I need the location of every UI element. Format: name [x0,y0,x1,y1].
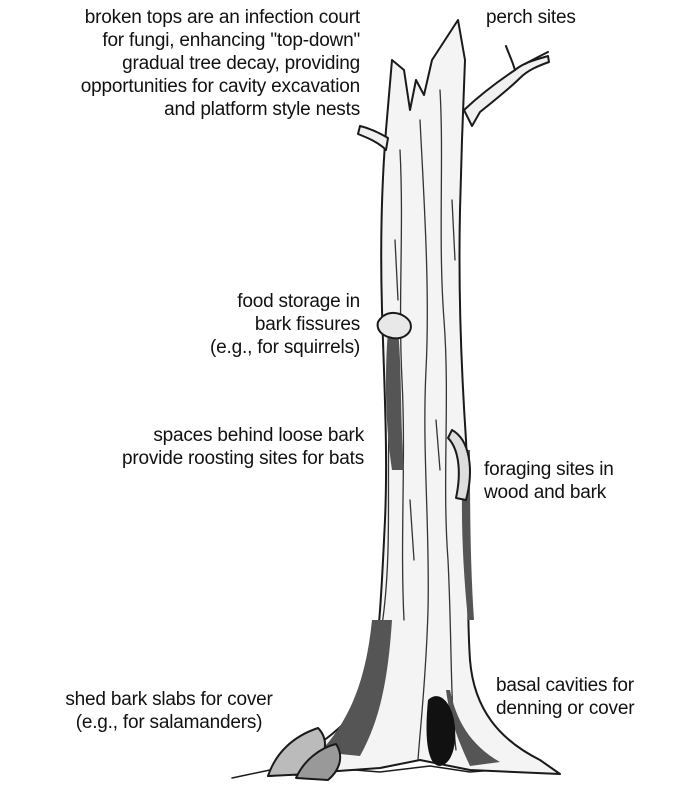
broken-tops-label: broken tops are an infection court for f… [0,6,360,121]
label-line: foraging sites in [484,458,614,481]
label-line: wood and bark [484,481,614,504]
perch-branch [464,56,549,126]
loose-bark-label: spaces behind loose bark provide roostin… [30,424,364,470]
label-line: basal cavities for [496,674,634,697]
food-storage-knob [378,313,411,338]
label-line: provide roosting sites for bats [30,447,364,470]
trunk-outline [268,20,560,776]
label-line: (e.g., for salamanders) [34,711,304,734]
left-broken-branch [358,126,388,150]
shed-bark-label: shed bark slabs for cover (e.g., for sal… [34,688,304,734]
label-line: (e.g., for squirrels) [150,336,360,359]
label-line: bark fissures [150,313,360,336]
label-line: broken tops are an infection court [0,6,360,29]
foraging-label: foraging sites in wood and bark [484,458,614,504]
label-line: and platform style nests [0,98,360,121]
label-line: for fungi, enhancing "top-down" [0,29,360,52]
label-line: opportunities for cavity excavation [0,75,360,98]
label-line: denning or cover [496,697,634,720]
basal-cavities-label: basal cavities for denning or cover [496,674,634,720]
label-line: gradual tree decay, providing [0,52,360,75]
label-line: shed bark slabs for cover [34,688,304,711]
label-line: perch sites [486,6,576,29]
perch-sites-label: perch sites [486,6,576,29]
food-storage-label: food storage in bark fissures (e.g., for… [150,290,360,359]
label-line: spaces behind loose bark [30,424,364,447]
label-line: food storage in [150,290,360,313]
